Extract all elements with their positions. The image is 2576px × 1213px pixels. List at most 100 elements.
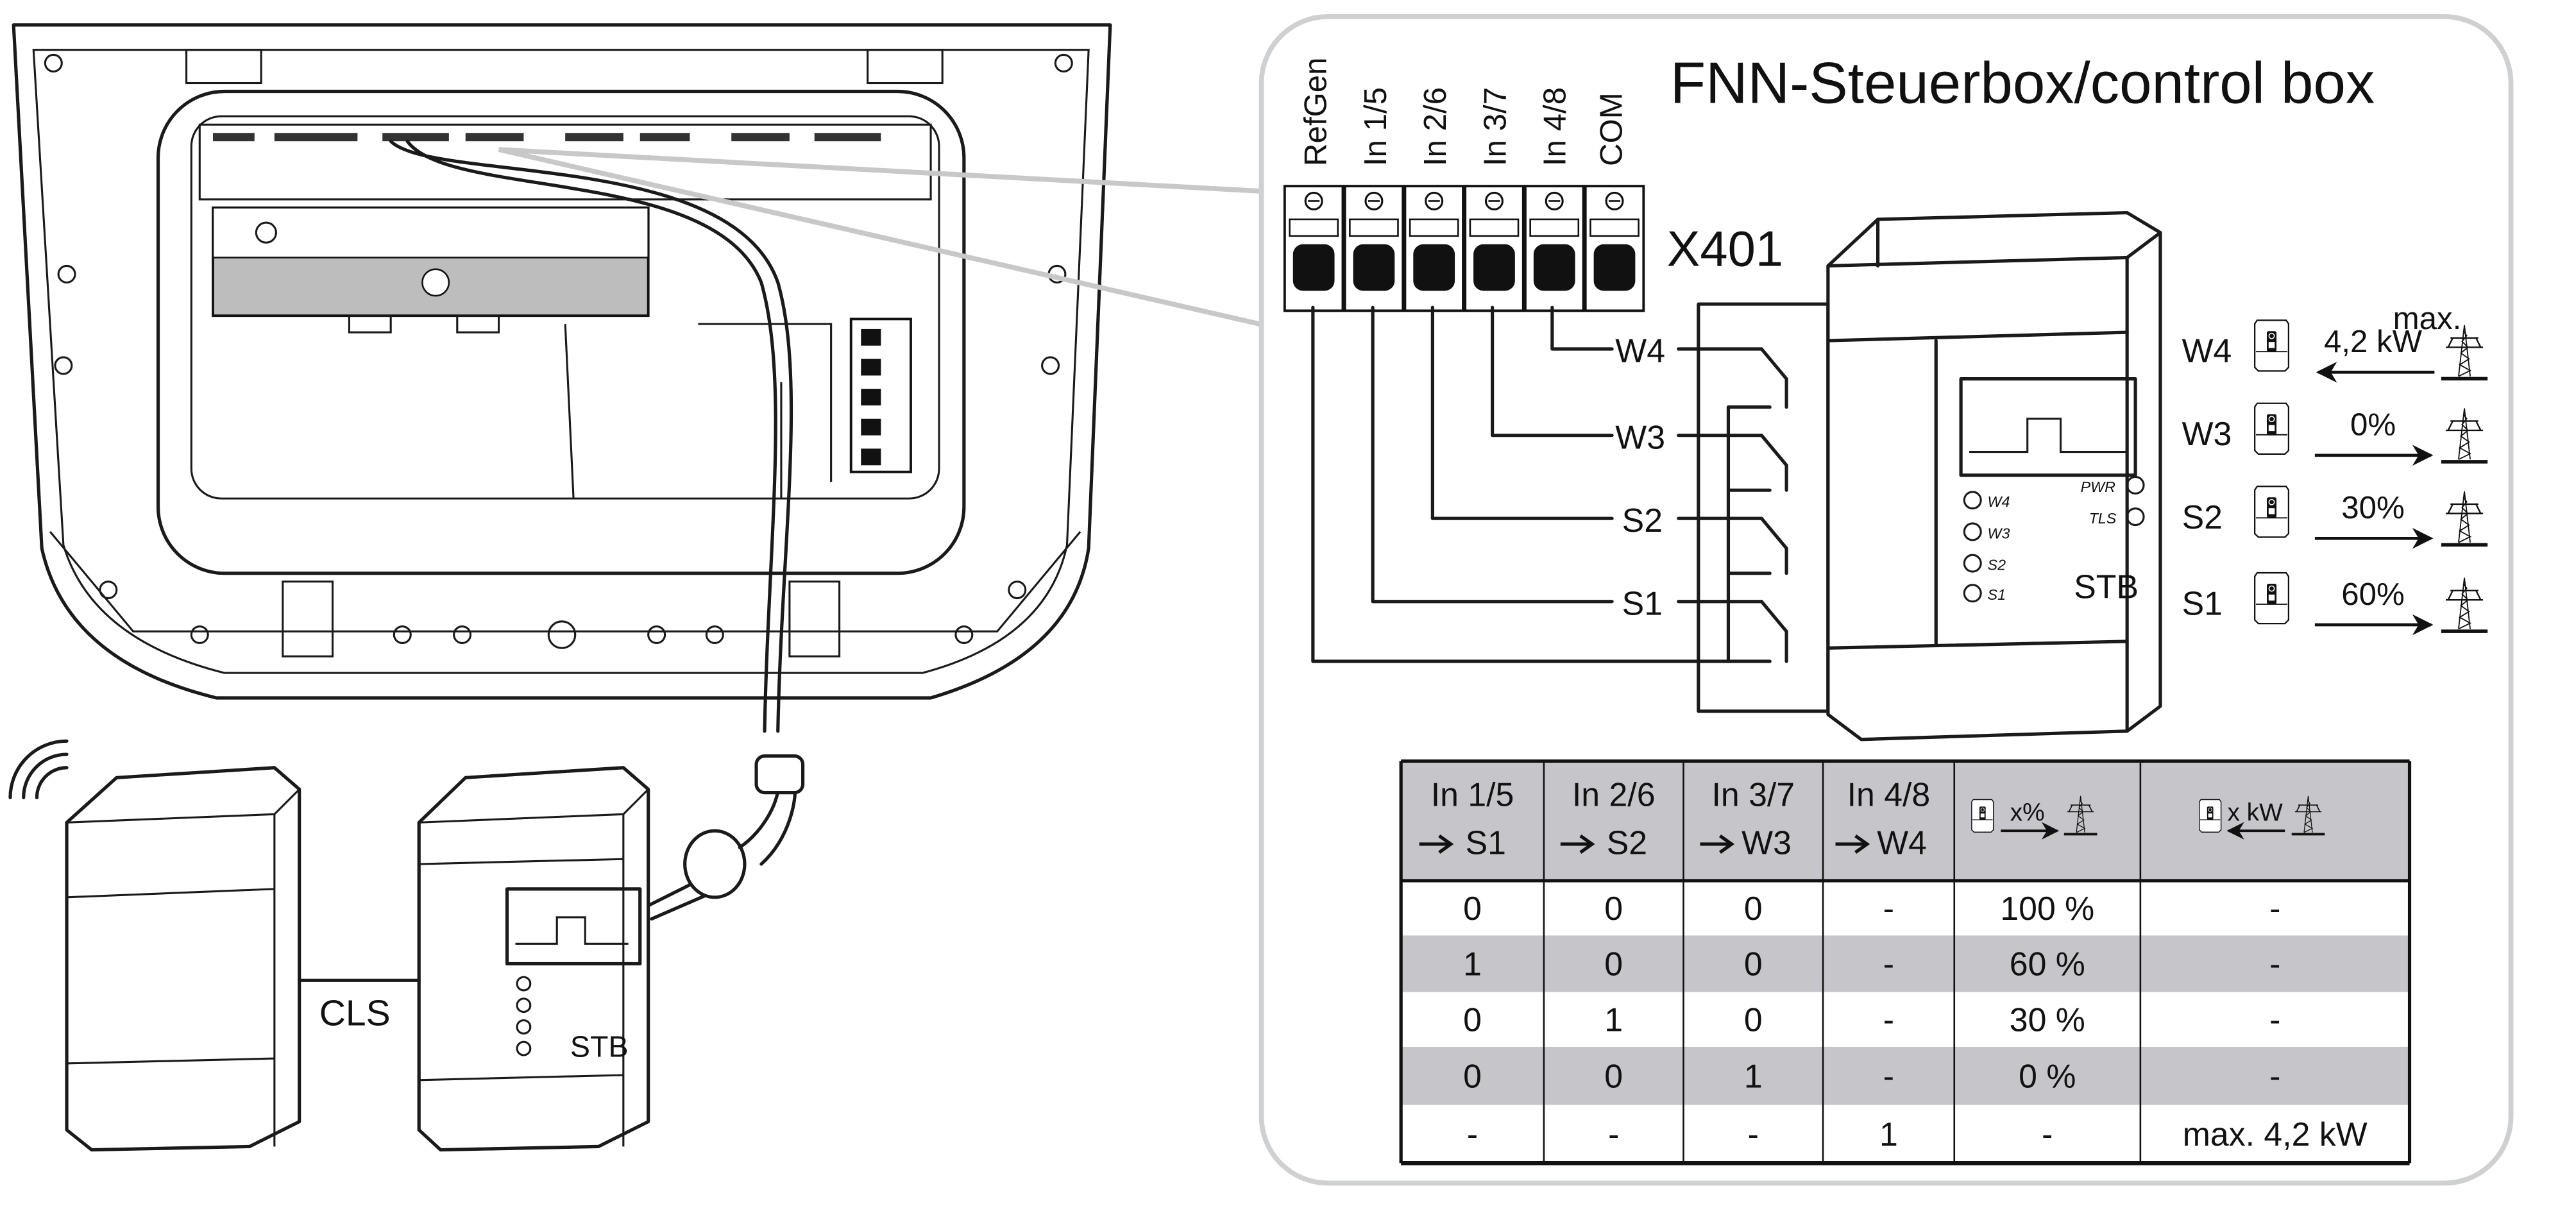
wireless-icon — [8, 739, 69, 799]
power-row-signal: W4 — [2182, 332, 2232, 369]
terminal-clamp — [1292, 244, 1335, 291]
table-cell: - — [2269, 1001, 2280, 1038]
inverter-icon — [1971, 799, 1994, 833]
power-row-signal: W3 — [2182, 415, 2232, 452]
header-output: W3 — [1741, 824, 1792, 861]
cable-gland — [647, 754, 805, 921]
table-cell: - — [1748, 1115, 1759, 1153]
header-output: S1 — [1466, 824, 1506, 861]
terminal-label: RefGen — [1298, 57, 1334, 166]
table-cell: - — [1883, 890, 1894, 927]
header-output: W4 — [1877, 824, 1927, 861]
power-row-signal: S1 — [2182, 584, 2223, 622]
table-cell: - — [1883, 1001, 1894, 1038]
table-cell: 0 — [1463, 890, 1482, 927]
signal-label-w3: W3 — [1615, 418, 1665, 455]
table-cell: 0 — [1463, 1057, 1482, 1094]
arrow-right-icon — [1700, 834, 1735, 854]
terminal-clamp — [1353, 244, 1395, 291]
table-header-cell: In 3/7W3 — [1700, 776, 1795, 861]
terminal-block-label: X401 — [1667, 221, 1783, 276]
power-row-value-line1: max. — [2393, 301, 2462, 336]
wiring — [1311, 302, 1830, 713]
terminal — [1523, 185, 1585, 312]
table-cell: 60 % — [2010, 946, 2085, 983]
arrow-right-icon — [1419, 834, 1454, 854]
table-cell: 100 % — [2000, 890, 2094, 927]
stb-label: STB — [2074, 568, 2139, 606]
terminal-clamp — [1593, 244, 1636, 291]
signal-label-s1: S1 — [1622, 584, 1663, 622]
table-header-cell: x kW — [2198, 796, 2325, 840]
cable — [389, 139, 793, 733]
inverter-icon — [2198, 799, 2222, 833]
pwr-label: PWR — [2081, 479, 2116, 495]
led-label: W4 — [1988, 493, 2010, 510]
table-cell: - — [2269, 1057, 2280, 1094]
led-label: W3 — [1988, 525, 2010, 541]
terminal-label: In 2/6 — [1418, 87, 1453, 166]
power-row-s2: S2 30% — [2182, 486, 2488, 549]
stb-display — [1959, 377, 2137, 477]
inverter-icon — [2254, 486, 2290, 538]
power-row-signal: S2 — [2182, 498, 2223, 536]
cls-label: CLS — [319, 992, 391, 1033]
terminal — [1343, 185, 1405, 312]
table-cell: 0 % — [2019, 1057, 2076, 1094]
terminal-clamp — [1473, 244, 1515, 291]
table-cell: - — [2269, 890, 2280, 927]
table-cell: 30 % — [2010, 1001, 2085, 1038]
led-label: S2 — [1988, 557, 2006, 573]
header-label: x kW — [2227, 799, 2283, 827]
table-cell: 1 — [1879, 1115, 1898, 1153]
smart-meter-gateway-device — [65, 766, 301, 1152]
housing-screws — [44, 53, 1073, 649]
signal-label-w4: W4 — [1615, 332, 1665, 369]
inverter-icon — [2254, 402, 2290, 455]
callout-lines — [498, 147, 1260, 327]
inverter-housing — [12, 23, 1112, 700]
header-input: In 1/5 — [1431, 776, 1514, 813]
terminal-clamp — [1413, 244, 1455, 291]
connector-strip — [213, 133, 881, 142]
terminal-clamp — [1533, 244, 1575, 291]
table-cell: 0 — [1744, 1001, 1763, 1038]
terminal — [1584, 185, 1645, 312]
stb-small-label: STB — [570, 1030, 629, 1064]
terminal — [1283, 185, 1344, 312]
table-cell: 0 — [1604, 1057, 1623, 1094]
table-row: ---1-max. 4,2 kW — [1401, 1105, 2410, 1164]
stb-device: W4 W3 S2 S1 PWR TLS STB — [1826, 210, 2162, 742]
inverter-icon — [2254, 319, 2290, 372]
power-row-s1: S1 60% — [2182, 572, 2488, 636]
table-header-cell: x% — [1971, 796, 2097, 840]
table-cell: 0 — [1744, 890, 1763, 927]
table-cell: 1 — [1463, 946, 1482, 983]
power-row-value: 30% — [2341, 490, 2404, 525]
terminal-label: In 4/8 — [1538, 87, 1573, 166]
inverter-illustration — [12, 23, 1112, 733]
table-cell: - — [1883, 946, 1894, 983]
table-cell: 1 — [1604, 1001, 1623, 1038]
table-header-bg — [1401, 761, 2410, 881]
terminal-label: In 3/7 — [1477, 87, 1513, 166]
arrow-right-icon — [1560, 834, 1595, 854]
header-input: In 4/8 — [1847, 776, 1931, 813]
table-cell: - — [1883, 1057, 1894, 1094]
table-header-cell: In 1/5S1 — [1419, 776, 1514, 861]
stb-leds — [1963, 475, 2145, 603]
table-cell: 0 — [1604, 946, 1623, 983]
tls-label: TLS — [2089, 510, 2117, 527]
table-cell: max. 4,2 kW — [2183, 1115, 2368, 1153]
table-cell: - — [2042, 1115, 2053, 1153]
power-row-value: 4,2 kW — [2324, 324, 2423, 359]
power-row-value: 60% — [2341, 577, 2404, 612]
terminal-label: COM — [1594, 92, 1629, 166]
header-output: S2 — [1607, 824, 1647, 861]
